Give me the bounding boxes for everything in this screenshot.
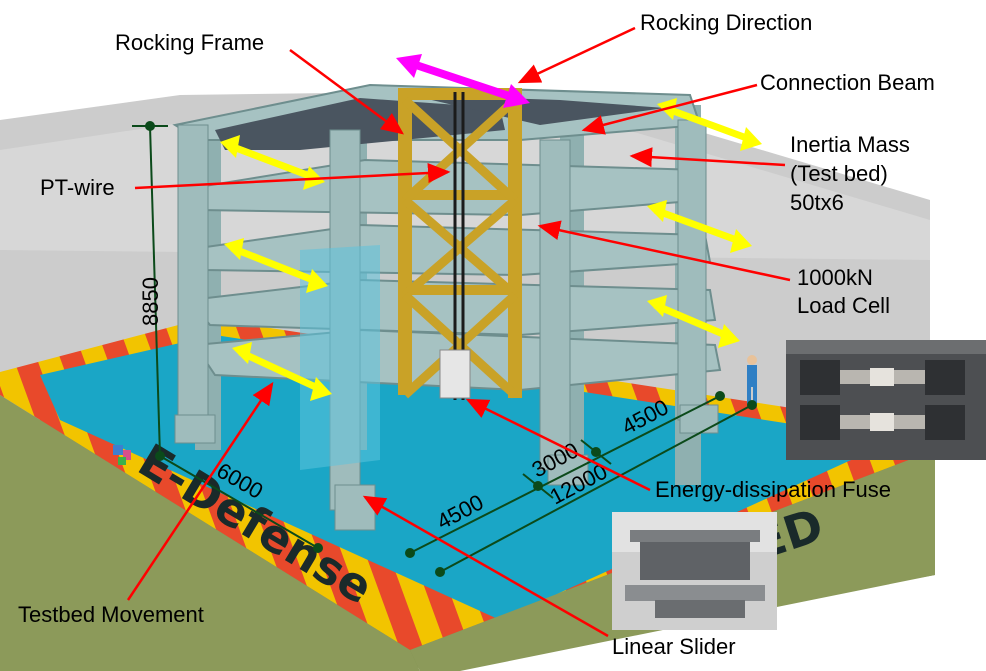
label-pt-wire: PT-wire: [40, 175, 115, 200]
leader-pt-wire: [134, 163, 451, 190]
label-inertia-mass-2: (Test bed): [790, 161, 888, 186]
leader-connection-beam: [581, 83, 758, 135]
person-figure: [747, 355, 757, 404]
leader-inertia-mass: [629, 147, 786, 168]
label-linear-slider: Linear Slider: [612, 634, 736, 659]
leader-rocking-direction: [517, 26, 636, 84]
facility-logo: [113, 445, 131, 465]
label-connection-beam: Connection Beam: [760, 70, 935, 95]
leader-load-cell: [537, 220, 791, 282]
leader-energy-fuse: [465, 398, 651, 492]
dimension-lines: [132, 121, 757, 577]
leader-arrows: [126, 26, 791, 638]
label-load-cell-2: Load Cell: [797, 293, 890, 318]
leader-testbed-movement: [126, 381, 274, 601]
label-inertia-mass-1: Inertia Mass: [790, 132, 910, 157]
leader-linear-slider: [362, 495, 609, 638]
rocking-direction-arrow: [396, 54, 530, 108]
label-load-cell-1: 1000kN: [797, 265, 873, 290]
label-rocking-frame: Rocking Frame: [115, 30, 264, 55]
label-energy-fuse: Energy-dissipation Fuse: [655, 477, 891, 502]
table-side: [0, 395, 420, 671]
dim-height: 8850: [138, 277, 163, 326]
rocking-frame: [398, 88, 522, 400]
load-cell-photo: [786, 340, 986, 460]
label-rocking-direction: Rocking Direction: [640, 10, 812, 35]
label-testbed-movement: Testbed Movement: [18, 602, 204, 627]
table-surface: [40, 335, 895, 620]
testbed-movement-arrows: [220, 98, 762, 401]
leader-rocking-frame: [289, 48, 405, 135]
label-inertia-mass-3: 50tx6: [790, 190, 844, 215]
linear-slider-photo: [612, 512, 777, 630]
